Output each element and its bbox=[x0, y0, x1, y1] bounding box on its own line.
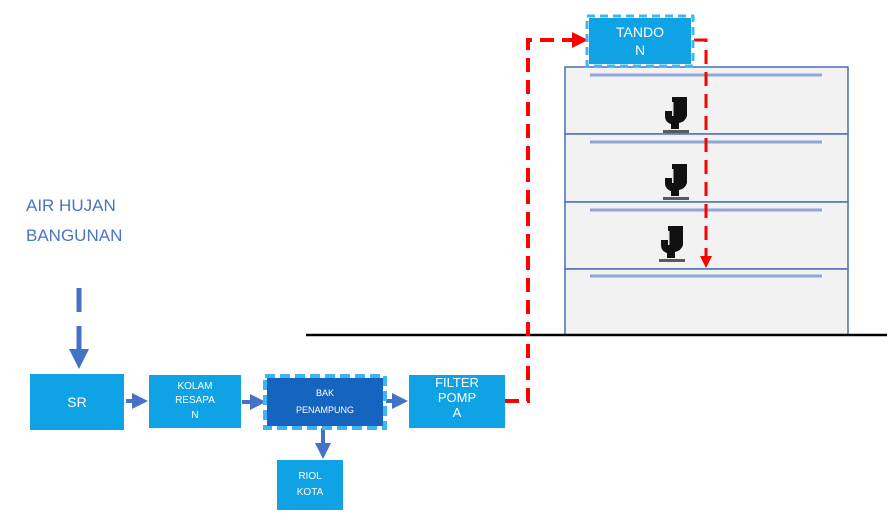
floor-1 bbox=[564, 268, 849, 336]
tandon-dashed-border bbox=[585, 14, 695, 68]
bak-label-line2: PENAMPUNG bbox=[295, 405, 354, 415]
kolam-label-line2: RESAPA bbox=[175, 395, 215, 407]
bak-label-line1: BAK bbox=[315, 387, 334, 398]
distribution-line-down bbox=[694, 38, 712, 268]
riol-label-line2: KOTA bbox=[296, 487, 324, 498]
tandon-label-line1: TANDO bbox=[616, 23, 664, 40]
filter-pompa-box: FILTER POMP A bbox=[409, 375, 505, 428]
toilet-icon bbox=[659, 226, 685, 262]
toilet-icon bbox=[663, 164, 689, 200]
tandon-box: TANDO N bbox=[589, 18, 691, 64]
filter-label-line2: POMP bbox=[437, 390, 477, 406]
sr-label: SR bbox=[67, 393, 87, 410]
kolam-label-line1: KOLAM bbox=[177, 380, 213, 392]
riol-label-line1: RIOL bbox=[298, 471, 322, 482]
toilet-icon bbox=[663, 97, 689, 133]
pump-line-up bbox=[505, 32, 588, 403]
rain-source-label-line2: BANGUNAN bbox=[26, 226, 123, 245]
kolam-resapan-box: KOLAM RESAPA N bbox=[149, 375, 241, 428]
riol-kota-box: RIOL KOTA bbox=[277, 460, 343, 510]
bak-penampung-box: BAK PENAMPUNG bbox=[267, 378, 383, 426]
sr-box: SR bbox=[30, 374, 124, 430]
tandon-label-line2: N bbox=[634, 42, 646, 58]
rain-source-label: AIR HUJAN BANGUNAN bbox=[26, 191, 122, 251]
kolam-label-line3: N bbox=[191, 409, 199, 421]
bak-dashed-border bbox=[263, 374, 387, 430]
filter-label-line3: A bbox=[452, 404, 462, 420]
filter-label-line1: FILTER bbox=[435, 375, 479, 391]
rain-source-label-line1: AIR HUJAN bbox=[26, 196, 116, 215]
